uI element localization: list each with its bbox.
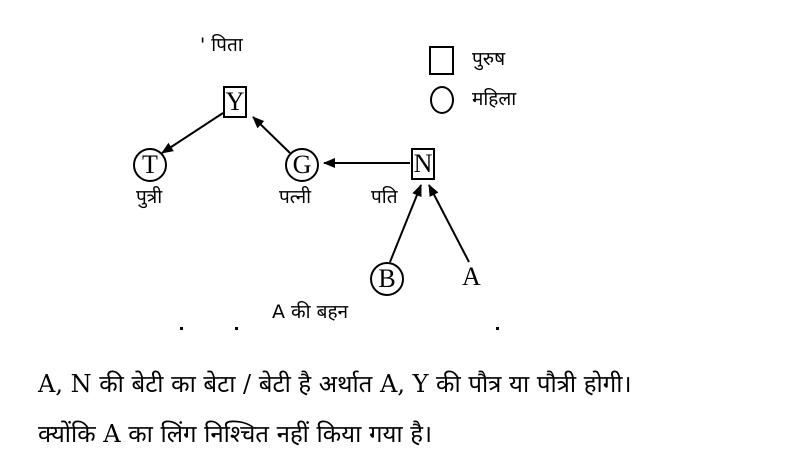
scan-dot: [496, 327, 499, 330]
scan-dot: [180, 327, 183, 330]
node-g: G: [285, 148, 319, 182]
arrow-b-to-n: [389, 184, 422, 263]
node-n: N: [411, 148, 435, 180]
family-tree-diagram: Y G T N B A ' पिता पुत्री पत्नी पति A की…: [133, 34, 517, 330]
legend-male-label: पुरुष: [472, 48, 506, 70]
node-t: T: [133, 148, 167, 182]
label-daughter: पुत्री: [136, 186, 163, 208]
node-b: B: [370, 262, 404, 296]
explanation-line-1: A, N की बेटी का बेटा / बेटी है अर्थात A,…: [38, 370, 632, 398]
arrow-y-to-t: [161, 112, 224, 154]
node-a: A: [462, 262, 481, 291]
arrow-a-to-n: [428, 184, 470, 263]
label-wife: पत्नी: [279, 186, 312, 208]
arrow-g-to-y: [252, 116, 291, 154]
relation-arrows: [161, 112, 470, 263]
explanation-line-2: क्योंकि A का लिंग निश्चित नहीं किया गया …: [38, 420, 433, 448]
legend-female-circle-icon: [430, 86, 454, 114]
scan-dot: [235, 327, 238, 330]
legend-male-square-icon: [429, 46, 454, 75]
label-sister: A की बहन: [272, 301, 349, 323]
label-father: ' पिता: [200, 34, 243, 56]
label-husband: पति: [371, 186, 398, 208]
legend-female-label: महिला: [472, 88, 517, 110]
node-y: Y: [223, 86, 247, 118]
